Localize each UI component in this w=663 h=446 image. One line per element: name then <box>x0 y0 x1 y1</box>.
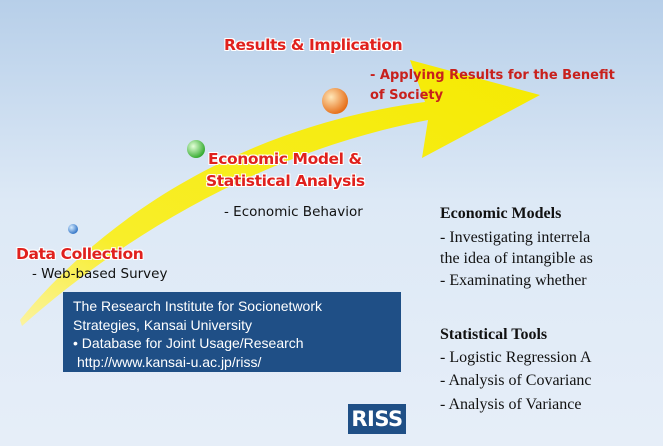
economic-models-heading: Economic Models <box>440 205 562 222</box>
statistical-tools-line1: - Logistic Regression A <box>440 349 592 366</box>
economic-model-orb <box>187 140 205 158</box>
statistical-tools-line3: - Analysis of Variance <box>440 396 582 413</box>
data-collection-title: Data Collection <box>16 245 144 263</box>
growth-arrow <box>20 60 540 326</box>
economic-model-title-line1: Economic Model & <box>208 150 362 168</box>
data-collection-subtitle: - Web-based Survey <box>32 266 168 282</box>
institute-name-line2: Strategies, Kansai University <box>73 316 252 333</box>
results-subtitle-line2: of Society <box>370 88 444 103</box>
economic-models-line3: - Examinating whether <box>440 272 587 289</box>
institute-name-line1: The Research Institute for Socionetwork <box>73 298 323 314</box>
economic-models-line1: - Investigating interrela <box>440 229 591 246</box>
economic-models-line2: the idea of intangible as <box>440 250 593 267</box>
statistical-tools-line2: - Analysis of Covarianc <box>440 372 592 389</box>
results-subtitle-line1: - Applying Results for the Benefit <box>370 68 615 83</box>
results-orb <box>322 88 348 114</box>
data-collection-orb <box>68 224 78 234</box>
results-title: Results & Implication <box>224 36 403 54</box>
economic-model-title-line2: Statistical Analysis <box>206 172 365 190</box>
statistical-tools-heading: Statistical Tools <box>440 326 548 343</box>
institute-info-box: The Research Institute for Socionetwork … <box>63 292 401 372</box>
institute-url-link[interactable]: http://www.kansai-u.ac.jp/riss/ <box>77 353 262 370</box>
database-bullet: • Database for Joint Usage/Research <box>73 335 304 351</box>
economic-model-subtitle: - Economic Behavior <box>224 204 363 220</box>
riss-logo: RISS <box>348 404 406 434</box>
